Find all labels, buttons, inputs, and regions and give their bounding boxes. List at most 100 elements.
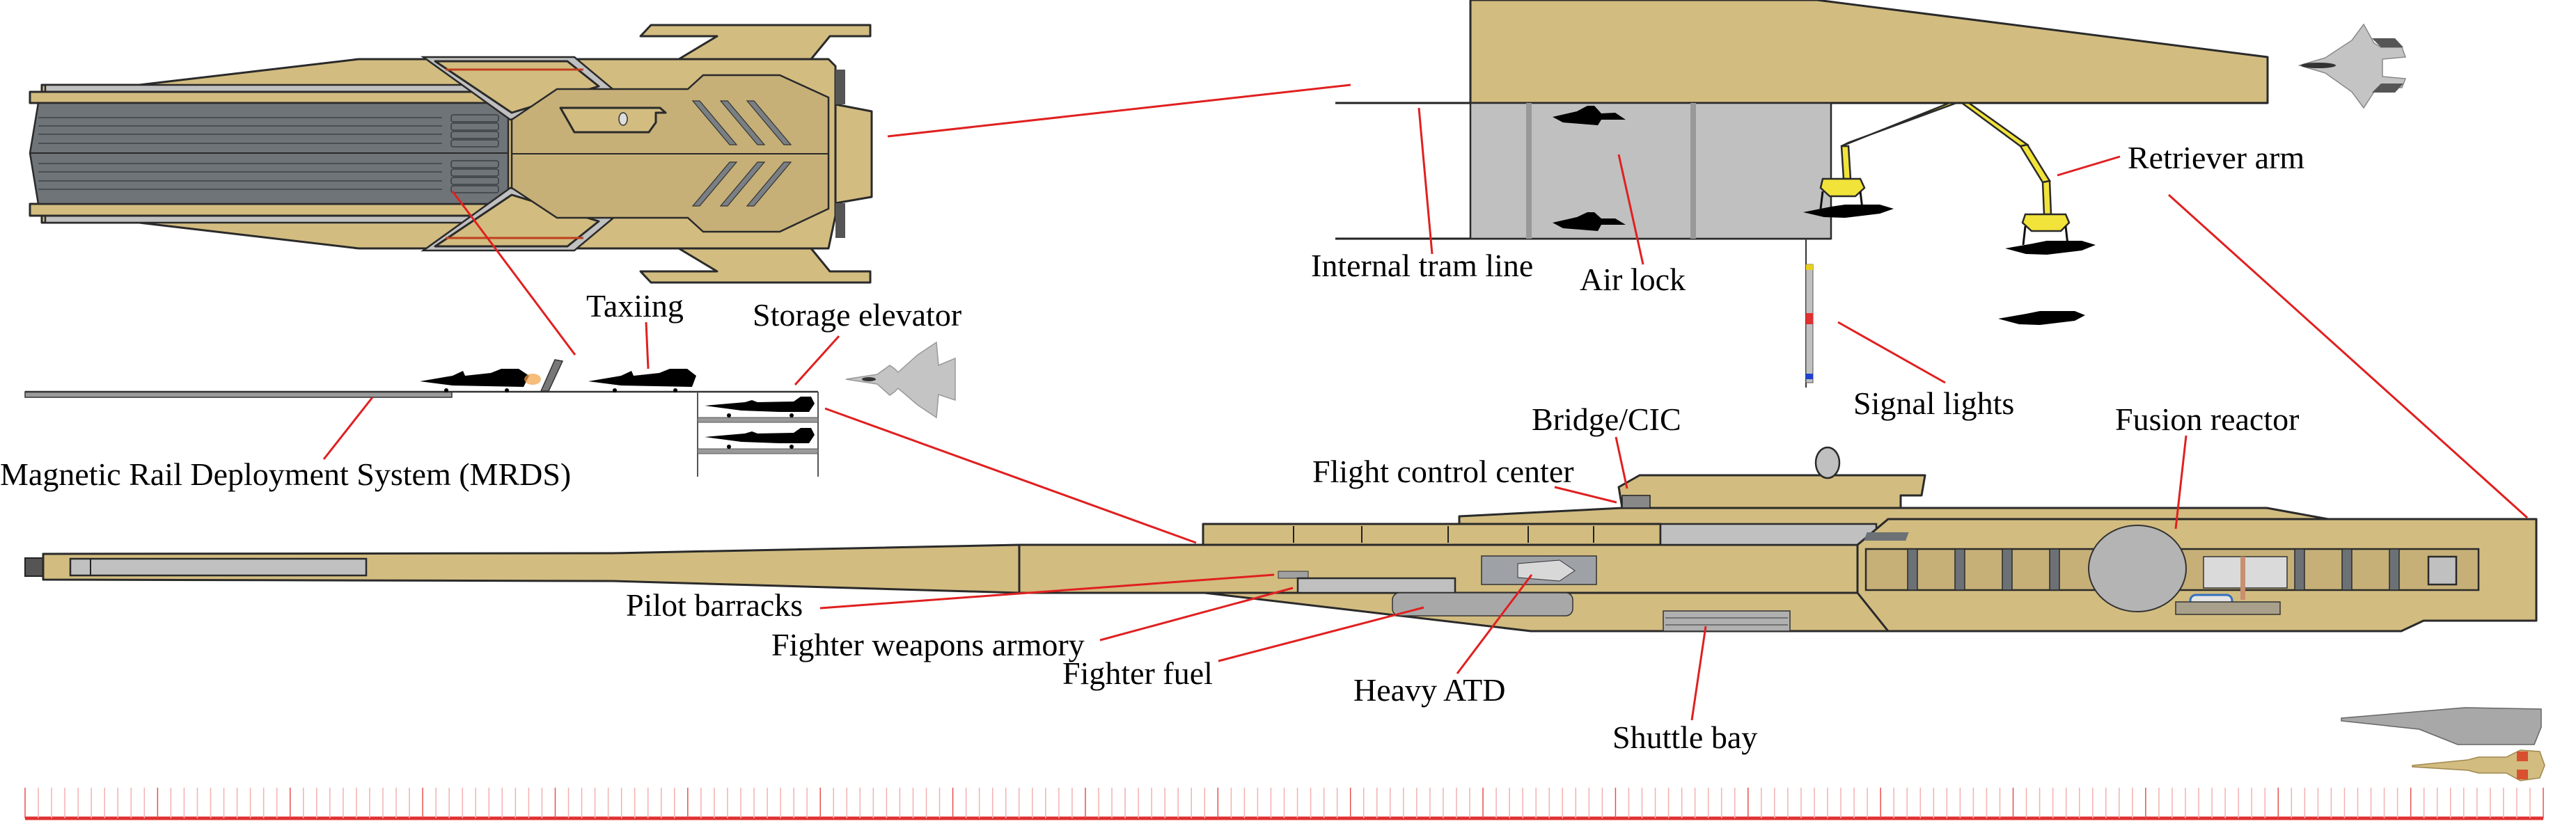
stored-fighter — [705, 428, 815, 449]
retriever-arm-right — [1959, 102, 2071, 246]
leader-bridge — [1615, 436, 1628, 489]
leader-launch-to-side — [824, 407, 1197, 544]
signal-light-red — [1806, 313, 1813, 324]
fighter-top-view-grey — [2298, 23, 2407, 109]
top-fin-lower — [639, 247, 872, 284]
leader-fusion-reactor — [2174, 435, 2188, 530]
fighter-top-view-grey — [845, 341, 956, 419]
hangar-row — [1202, 523, 1662, 546]
nose-shadow-lower — [835, 203, 845, 238]
elevator-shelf — [697, 448, 819, 454]
label-internal-tram-line: Internal tram line — [1311, 248, 1533, 283]
leader-shuttle-bay — [1690, 626, 1707, 721]
flight-control-center — [1621, 495, 1651, 509]
signal-light-blue — [1806, 374, 1813, 379]
fighter-approaching — [1998, 311, 2085, 325]
label-fighter-fuel: Fighter fuel — [1062, 655, 1213, 691]
leader-signal-lights — [1837, 321, 1946, 384]
scale-comparison — [2341, 707, 2545, 781]
vent-slats — [691, 100, 792, 207]
label-mrds: Magnetic Rail Deployment System (MRDS) — [0, 456, 571, 492]
upper-corridor — [1659, 523, 1878, 546]
shuttle-rack-lines — [1665, 617, 1788, 626]
nose-shadow-upper — [835, 70, 845, 104]
leader-catapult — [451, 191, 576, 356]
top-strip-lower — [29, 202, 489, 217]
fusion-reactor-core — [2088, 525, 2187, 612]
label-shuttle-bay: Shuttle bay — [1612, 719, 1757, 755]
forward-bay — [69, 557, 368, 577]
fighter-grabbed — [1803, 205, 1894, 218]
engine-exhaust — [524, 374, 541, 385]
fighter-in-airlock — [1553, 106, 1626, 231]
leader-armory — [1099, 587, 1294, 642]
leader-tram-line — [1417, 107, 1434, 255]
leader-heavy-atd — [1456, 574, 1533, 674]
signal-light-yellow — [1806, 264, 1813, 270]
reactor-strut — [2240, 557, 2245, 600]
fighter-grabbed — [2005, 241, 2096, 255]
side-view-ship — [24, 446, 2538, 633]
deck-lanes — [38, 117, 442, 190]
label-storage-elevator: Storage elevator — [753, 297, 961, 333]
label-flight-control-center: Flight control center — [1312, 454, 1574, 489]
hatch-lower-inner — [434, 193, 600, 248]
elevator-shelf — [697, 417, 819, 423]
dorsal-vent — [1864, 532, 1909, 541]
label-signal-lights: Signal lights — [1853, 385, 2014, 421]
air-lock-door — [1526, 103, 1532, 239]
top-fin-upper — [639, 24, 872, 61]
air-lock-door — [1690, 103, 1696, 239]
labels: Magnetic Rail Deployment System (MRDS) T… — [0, 140, 2304, 755]
fighter-silhouette-launching — [420, 369, 529, 392]
leader-storage-elevator — [794, 335, 840, 386]
scale-ruler — [24, 788, 2544, 820]
label-retriever-arm: Retriever arm — [2128, 140, 2304, 175]
grey-capital-ship — [2341, 707, 2542, 745]
label-taxiing: Taxiing — [586, 288, 684, 324]
launch-detail — [24, 341, 956, 477]
corvette-marking — [2517, 770, 2528, 779]
aft-docking-port — [2427, 555, 2458, 586]
stored-fighter — [705, 397, 815, 418]
recovery-detail — [1335, 0, 2407, 388]
corvette-marking — [2517, 752, 2528, 761]
tan-corvette — [2412, 749, 2545, 781]
retriever-arm-left — [1819, 102, 1957, 209]
leader-pilot-barracks — [819, 573, 1275, 610]
storage-elevator — [697, 392, 819, 477]
label-fighter-weapons-armory: Fighter weapons armory — [771, 627, 1085, 662]
coolant-pipe — [2175, 601, 2281, 615]
recovery-hull-block — [1469, 0, 2269, 104]
label-pilot-barracks: Pilot barracks — [626, 587, 803, 623]
air-lock-chamber — [1469, 102, 1832, 240]
bridge-tower — [1617, 474, 1926, 509]
leader-flight-control — [1554, 486, 1617, 504]
hatch-upper-inner — [434, 60, 600, 114]
nose-cap — [24, 557, 44, 577]
fighter-fuel-tank — [1392, 592, 1573, 617]
label-air-lock: Air lock — [1580, 262, 1686, 297]
top-strip-upper — [29, 90, 489, 104]
leader-air-lock — [1617, 154, 1644, 265]
leader-top-view-to-recovery — [887, 84, 1351, 138]
label-heavy-atd: Heavy ATD — [1353, 672, 1505, 708]
nose-tip — [834, 103, 873, 205]
sensor-dome — [1814, 446, 1841, 479]
leader-mrds — [322, 397, 374, 460]
bridge-hatch — [559, 106, 667, 134]
signal-light-pole — [1805, 239, 1814, 388]
engine-rings — [1907, 548, 2400, 591]
hatch-port — [618, 112, 628, 126]
blast-deflector — [540, 359, 564, 392]
leader-taxiing — [645, 321, 650, 369]
label-fusion-reactor: Fusion reactor — [2115, 401, 2299, 437]
leader-fuel — [1218, 606, 1424, 662]
fighter-weapons-armory — [1296, 577, 1456, 594]
leader-lines — [322, 84, 2529, 721]
launch-catapult-slots — [450, 114, 499, 193]
pilot-barracks — [1278, 571, 1309, 579]
leader-retriever-arm — [2057, 155, 2121, 177]
top-view-ship — [29, 24, 873, 284]
